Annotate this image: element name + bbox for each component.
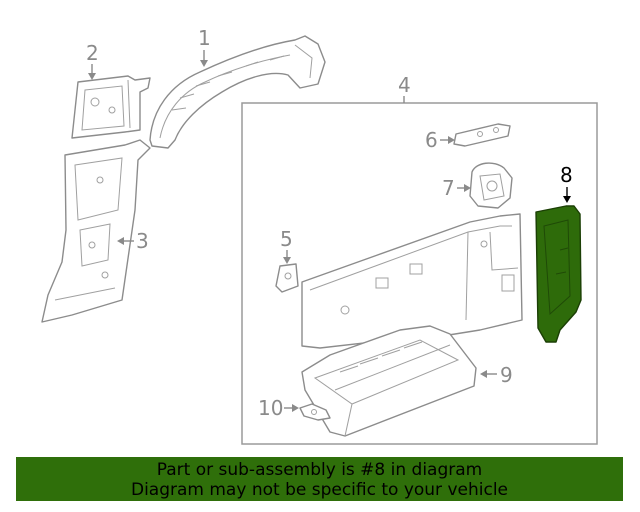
callout-6: 6 xyxy=(425,128,438,152)
callout-6-arrowhead xyxy=(448,136,455,144)
callout-9: 9 xyxy=(500,363,513,387)
part-7-housing xyxy=(469,162,513,209)
part-3-inner-panel xyxy=(41,139,151,323)
callout-3: 3 xyxy=(136,229,149,253)
part-10-clip xyxy=(299,403,331,421)
part-4-box-side-panel xyxy=(301,213,523,349)
callout-10-arrowhead xyxy=(292,404,299,412)
banner-line-1: Part or sub-assembly is #8 in diagram xyxy=(156,460,483,480)
part-2-bracket xyxy=(71,75,151,139)
callout-7: 7 xyxy=(442,176,455,200)
part-8-highlighted[interactable] xyxy=(535,205,582,343)
callout-1: 1 xyxy=(198,26,211,50)
callout-9-arrowhead xyxy=(480,370,487,378)
fitment-banner: Part or sub-assembly is #8 in diagram Di… xyxy=(16,457,623,501)
callout-5-arrowhead xyxy=(283,257,291,264)
callout-2: 2 xyxy=(86,41,99,65)
callout-5: 5 xyxy=(280,227,293,251)
callout-8-arrowhead xyxy=(563,196,571,203)
callout-7-arrowhead xyxy=(464,184,471,192)
sub-assembly-4-box xyxy=(241,102,598,445)
callout-10: 10 xyxy=(258,396,283,420)
callout-8: 8 xyxy=(560,163,573,187)
part-5-small-bracket xyxy=(275,263,299,293)
callout-1-arrowhead xyxy=(200,60,208,67)
part-1-wheelhouse xyxy=(149,35,326,149)
part-6-reinforcement xyxy=(453,123,511,147)
banner-line-2: Diagram may not be specific to your vehi… xyxy=(130,480,508,500)
callout-4: 4 xyxy=(398,73,411,97)
callout-3-arrowhead xyxy=(117,237,124,245)
callout-2-arrowhead xyxy=(88,73,96,80)
